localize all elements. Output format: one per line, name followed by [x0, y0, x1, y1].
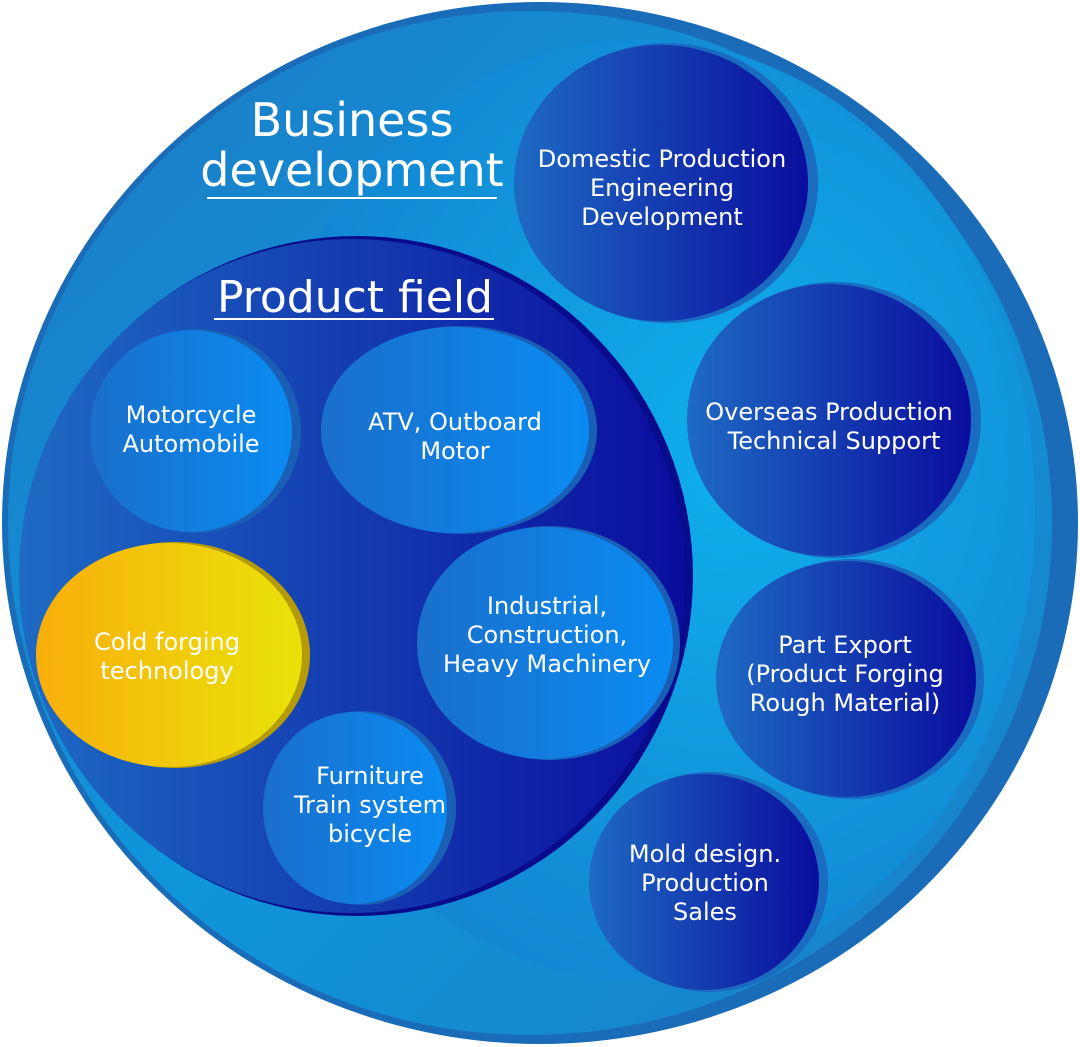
item-label: Domestic Production — [538, 145, 786, 173]
item-label: Engineering — [590, 174, 734, 202]
item-label: Overseas Production — [705, 398, 953, 426]
item-label: Production — [641, 869, 769, 897]
item-label: Cold forging — [94, 628, 240, 656]
item-label: Automobile — [122, 430, 259, 458]
business-item-overseas: Overseas Production Technical Support — [687, 282, 981, 558]
business-title-line: development — [200, 143, 503, 197]
product-item-motorcycle: Motorcycle Automobile — [90, 329, 301, 533]
business-item-domestic: Domestic Production Engineering Developm… — [514, 43, 818, 323]
product-item-atv: ATV, Outboard Motor — [321, 326, 597, 534]
item-label: technology — [100, 657, 233, 685]
product-item-furniture: Furniture Train system bicycle — [263, 711, 456, 905]
item-label: Industrial, — [487, 592, 607, 620]
product-item-industrial: Industrial, Construction, Heavy Machiner… — [417, 526, 680, 760]
product-field-title-text: Product field — [217, 272, 493, 323]
item-label: Part Export — [778, 631, 912, 659]
item-label: Motorcycle — [126, 401, 257, 429]
item-label: Furniture — [316, 762, 424, 790]
item-label: Rough Material) — [750, 689, 940, 717]
business-item-mold: Mold design. Production Sales — [589, 772, 828, 992]
item-label: Construction, — [467, 621, 627, 649]
business-title-line: Business — [251, 93, 454, 147]
business-item-part-export: Part Export (Product Forging Rough Mater… — [716, 559, 984, 799]
product-field-title: Product field — [214, 272, 494, 323]
item-label: Sales — [673, 898, 737, 926]
item-label: bicycle — [328, 820, 412, 848]
item-label: ATV, Outboard — [368, 408, 542, 436]
item-label: Development — [581, 203, 743, 231]
item-label: Heavy Machinery — [443, 650, 651, 678]
business-development-title: Business development — [200, 93, 504, 199]
product-item-cold-forging: Cold forging technology — [36, 542, 310, 768]
item-label: (Product Forging — [746, 660, 944, 688]
item-label: Technical Support — [727, 427, 941, 455]
item-label: Motor — [420, 437, 489, 465]
item-label: Mold design. — [629, 840, 781, 868]
item-label: Train system — [293, 791, 446, 819]
